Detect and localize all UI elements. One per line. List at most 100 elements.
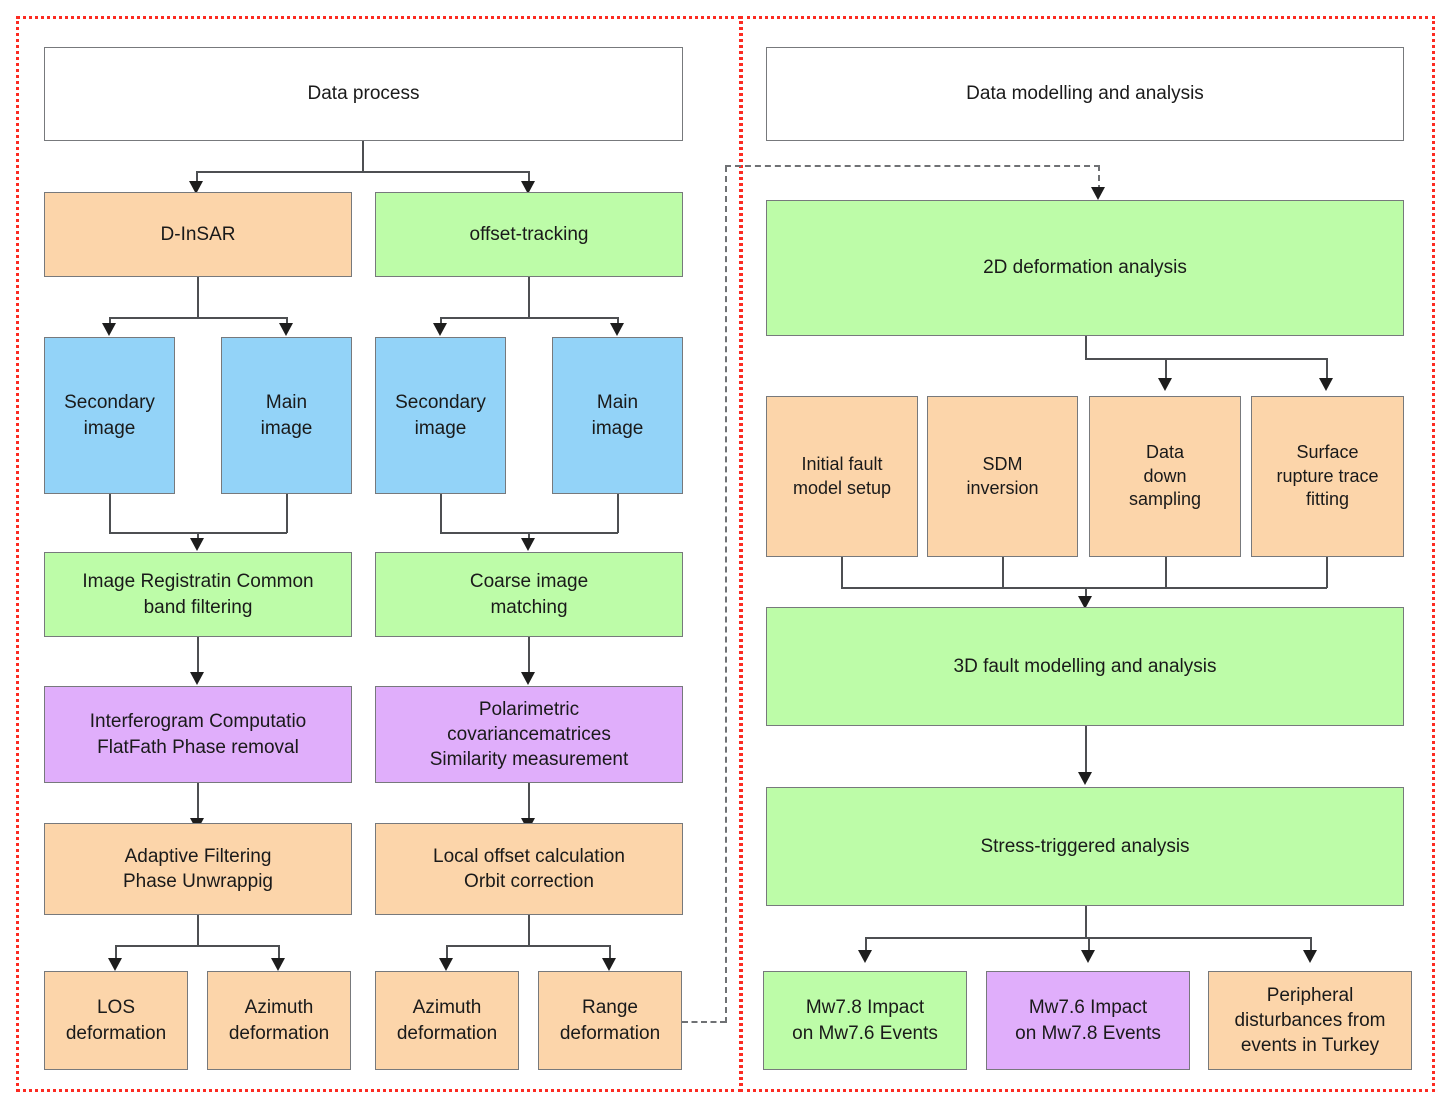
node-surface-rupture-trace-fitting: Surface rupture trace fitting — [1251, 396, 1404, 557]
arrow-models-to-3d — [1078, 596, 1092, 609]
connector-offset-main-down — [617, 494, 619, 533]
arrow-insar-to-main — [279, 323, 293, 336]
connector-rupture-down — [1326, 557, 1328, 588]
connector-polarimetric-down — [528, 783, 530, 825]
connector-initialfault-down — [841, 557, 843, 588]
connector-stress-to-out3 — [1310, 937, 1312, 953]
arrow-header-to-offset — [521, 181, 535, 194]
node-data-process-header: Data process — [44, 47, 683, 141]
node-offset-azimuth-deformation: Azimuth deformation — [375, 971, 519, 1070]
node-d-insar: D-InSAR — [44, 192, 352, 277]
node-offset-tracking: offset-tracking — [375, 192, 683, 277]
arrow-header-to-insar — [189, 181, 203, 194]
connector-adaptive-bus — [115, 945, 279, 947]
arrow-localoffset-to-azimuth — [439, 958, 453, 971]
arrow-stress-to-mw76-impact — [1081, 950, 1095, 963]
connector-offset-bus — [440, 317, 618, 319]
connector-localoffset-to-azimuth — [446, 945, 448, 961]
connector-header-to-insar — [196, 171, 198, 184]
arrow-insar-to-registration — [190, 538, 204, 551]
arrow-registration-to-interferogram — [190, 672, 204, 685]
arrow-dashed-to-2d-analysis — [1091, 187, 1105, 200]
arrow-localoffset-to-range — [602, 958, 616, 971]
dashed-link-riser — [725, 166, 727, 1023]
connector-interferogram-down — [197, 783, 199, 825]
arrow-2d-to-downsampling — [1158, 378, 1172, 391]
node-image-registration: Image Registratin Common band filtering — [44, 552, 352, 637]
node-offset-main-image: Main image — [552, 337, 683, 494]
connector-adaptive-stem — [197, 915, 199, 946]
connector-models-merge-stem — [1085, 587, 1087, 600]
node-data-down-sampling: Data down sampling — [1089, 396, 1241, 557]
connector-3d-down — [1085, 726, 1087, 778]
connector-2d-to-rupture — [1326, 358, 1328, 380]
arrow-stress-to-mw78-impact — [858, 950, 872, 963]
node-sdm-inversion: SDM inversion — [927, 396, 1078, 557]
node-insar-main-image: Main image — [221, 337, 352, 494]
node-interferogram-computation: Interferogram Computatio FlatFath Phase … — [44, 686, 352, 783]
node-range-deformation: Range deformation — [538, 971, 682, 1070]
node-local-offset-calculation: Local offset calculation Orbit correctio… — [375, 823, 683, 915]
connector-adaptive-to-los — [115, 945, 117, 961]
connector-insar-stem — [197, 277, 199, 318]
dashed-link-top-run — [725, 165, 1100, 167]
node-peripheral-disturbances: Peripheral disturbances from events in T… — [1208, 971, 1412, 1070]
connector-downsampling-down — [1165, 557, 1167, 588]
arrow-coarse-to-polarimetric — [521, 672, 535, 685]
connector-registration-down — [197, 637, 199, 679]
connector-insar-sec-down — [109, 494, 111, 533]
connector-offset-sec-down — [440, 494, 442, 533]
connector-insar-merge-stem — [197, 532, 199, 541]
arrow-insar-to-secondary — [102, 323, 116, 336]
arrow-2d-to-rupture — [1319, 378, 1333, 391]
connector-offset-to-main — [617, 317, 619, 326]
arrow-3d-to-stress — [1078, 772, 1092, 785]
connector-stress-stem — [1085, 906, 1087, 938]
arrow-adaptive-to-azimuth — [271, 958, 285, 971]
connector-2d-bus — [1085, 358, 1327, 360]
panel-data-modelling — [740, 16, 1435, 1092]
connector-offset-to-secondary — [440, 317, 442, 326]
connector-stress-to-out2 — [1088, 937, 1090, 953]
arrow-offset-to-coarse — [521, 538, 535, 551]
connector-insar-main-down — [286, 494, 288, 533]
connector-adaptive-to-azimuth — [278, 945, 280, 961]
connector-localoffset-bus — [446, 945, 610, 947]
connector-coarse-down — [528, 637, 530, 679]
node-coarse-image-matching: Coarse image matching — [375, 552, 683, 637]
connector-sdm-down — [1002, 557, 1004, 588]
dashed-link-drop — [1098, 165, 1100, 191]
arrow-stress-to-peripheral — [1303, 950, 1317, 963]
node-mw78-impact-on-mw76: Mw7.8 Impact on Mw7.6 Events — [763, 971, 967, 1070]
node-stress-triggered-analysis: Stress-triggered analysis — [766, 787, 1404, 906]
node-initial-fault-model-setup: Initial fault model setup — [766, 396, 918, 557]
connector-insar-to-secondary — [109, 317, 111, 326]
connector-localoffset-to-range — [609, 945, 611, 961]
node-adaptive-filtering: Adaptive Filtering Phase Unwrappig — [44, 823, 352, 915]
node-polarimetric-covariance: Polarimetric covariancematrices Similari… — [375, 686, 683, 783]
connector-offset-stem — [528, 277, 530, 318]
connector-header-stem — [362, 141, 364, 172]
connector-models-merge-bus — [841, 587, 1327, 589]
connector-2d-stem — [1085, 336, 1087, 359]
node-mw76-impact-on-mw78: Mw7.6 Impact on Mw7.8 Events — [986, 971, 1190, 1070]
node-3d-fault-modelling: 3D fault modelling and analysis — [766, 607, 1404, 726]
connector-insar-bus — [109, 317, 287, 319]
connector-header-to-offset — [528, 171, 530, 184]
connector-localoffset-stem — [528, 915, 530, 946]
connector-2d-to-downsampling — [1165, 358, 1167, 380]
connector-stress-to-out1 — [865, 937, 867, 953]
arrow-offset-to-main — [610, 323, 624, 336]
node-2d-deformation-analysis: 2D deformation analysis — [766, 200, 1404, 336]
connector-insar-to-main — [286, 317, 288, 326]
node-data-modelling-header: Data modelling and analysis — [766, 47, 1404, 141]
node-insar-secondary-image: Secondary image — [44, 337, 175, 494]
node-los-deformation: LOS deformation — [44, 971, 188, 1070]
connector-header-bus — [196, 171, 529, 173]
node-insar-azimuth-deformation: Azimuth deformation — [207, 971, 351, 1070]
dashed-link-from-range — [682, 1021, 726, 1023]
connector-offset-merge-stem — [528, 532, 530, 541]
arrow-adaptive-to-los — [108, 958, 122, 971]
arrow-offset-to-secondary — [433, 323, 447, 336]
